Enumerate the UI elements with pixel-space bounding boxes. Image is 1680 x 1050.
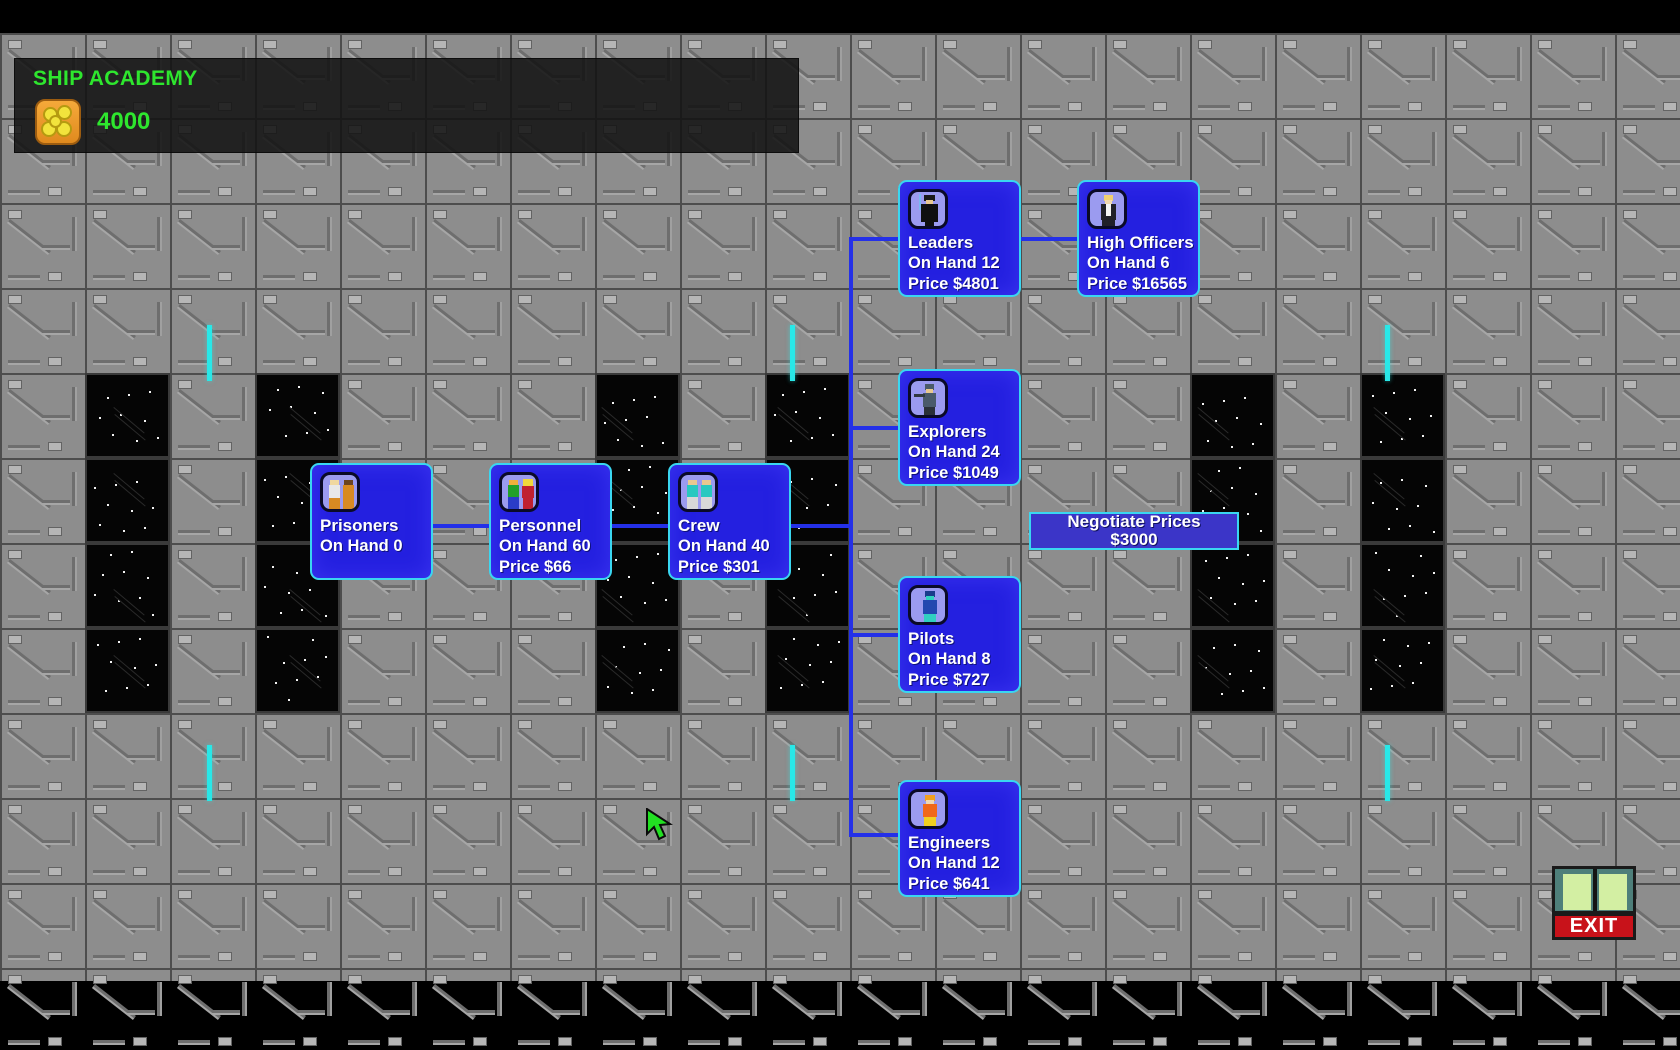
node-label: Pilots [908,629,955,648]
light-strip [790,325,795,381]
link-trunk-explorers [849,426,901,430]
negotiate-price: $3000 [1110,530,1158,549]
light-strip [1385,325,1390,381]
node-on-hand: On Hand 8 [908,650,991,668]
node-high-officers[interactable]: High Officers On Hand 6 Price $16565 [1077,180,1200,297]
exit-button[interactable]: EXIT [1552,866,1636,940]
node-on-hand: On Hand 12 [908,254,1000,272]
node-price: Price $301 [678,558,760,576]
exit-door-icon [1552,866,1636,914]
node-on-hand: On Hand 0 [320,537,403,555]
node-label: Personnel [499,516,582,535]
node-label: Prisoners [320,516,399,535]
node-engineers[interactable]: Engineers On Hand 12 Price $641 [898,780,1021,897]
link-prisoners-personnel [432,524,494,528]
two-crew-icon [678,472,718,512]
pilot-suit-icon [908,585,948,625]
node-price: Price $16565 [1087,275,1188,293]
node-on-hand: On Hand 60 [499,537,591,555]
light-strip [790,745,795,801]
link-trunk-pilots [849,633,901,637]
node-on-hand: On Hand 12 [908,854,1000,872]
page-title: SHIP ACADEMY [33,67,198,90]
node-crew[interactable]: Crew On Hand 40 Price $301 [668,463,791,580]
node-explorers[interactable]: Explorers On Hand 24 Price $1049 [898,369,1021,486]
two-civilians-icon [499,472,539,512]
node-price: Price $1049 [908,464,999,482]
light-strip [207,325,212,381]
node-price: Price $727 [908,671,990,689]
exit-label: EXIT [1552,913,1636,940]
officer-suit-icon [1087,189,1127,229]
link-trunk-leaders [849,237,901,241]
node-on-hand: On Hand 40 [678,537,770,555]
arrow-cursor-green [645,807,675,846]
node-price: Price $641 [908,875,990,893]
node-label: Crew [678,516,720,535]
node-on-hand: On Hand 24 [908,443,1000,461]
negotiate-title: Negotiate Prices [1067,512,1201,531]
armed-explorer-icon [908,378,948,418]
node-leaders[interactable]: Leaders On Hand 12 Price $4801 [898,180,1021,297]
node-on-hand: On Hand 6 [1087,254,1170,272]
money-display: 4000 [35,99,150,145]
node-label: Explorers [908,422,987,441]
link-trunk-engineers [849,833,901,837]
cloaked-leader-icon [908,189,948,229]
link-personnel-crew [611,524,669,528]
light-strip [207,745,212,801]
node-label: Engineers [908,833,991,852]
light-strip [1385,745,1390,801]
node-pilots[interactable]: Pilots On Hand 8 Price $727 [898,576,1021,693]
node-price: Price $66 [499,558,572,576]
money-value: 4000 [97,108,151,135]
link-leaders-high-officers [1018,237,1080,241]
engineer-vest-icon [908,789,948,829]
header-panel: SHIP ACADEMY 4000 [14,58,799,153]
coin-stack-icon [35,99,81,145]
link-trunk-vertical [849,237,853,837]
node-prisoners[interactable]: Prisoners On Hand 0 [310,463,433,580]
node-label: High Officers [1087,233,1194,252]
link-crew-trunk [790,524,852,528]
node-price: Price $4801 [908,275,999,293]
negotiate-prices-button[interactable]: Negotiate Prices $3000 [1029,512,1239,550]
node-personnel[interactable]: Personnel On Hand 60 Price $66 [489,463,612,580]
two-prisoners-icon [320,472,360,512]
node-label: Leaders [908,233,974,252]
